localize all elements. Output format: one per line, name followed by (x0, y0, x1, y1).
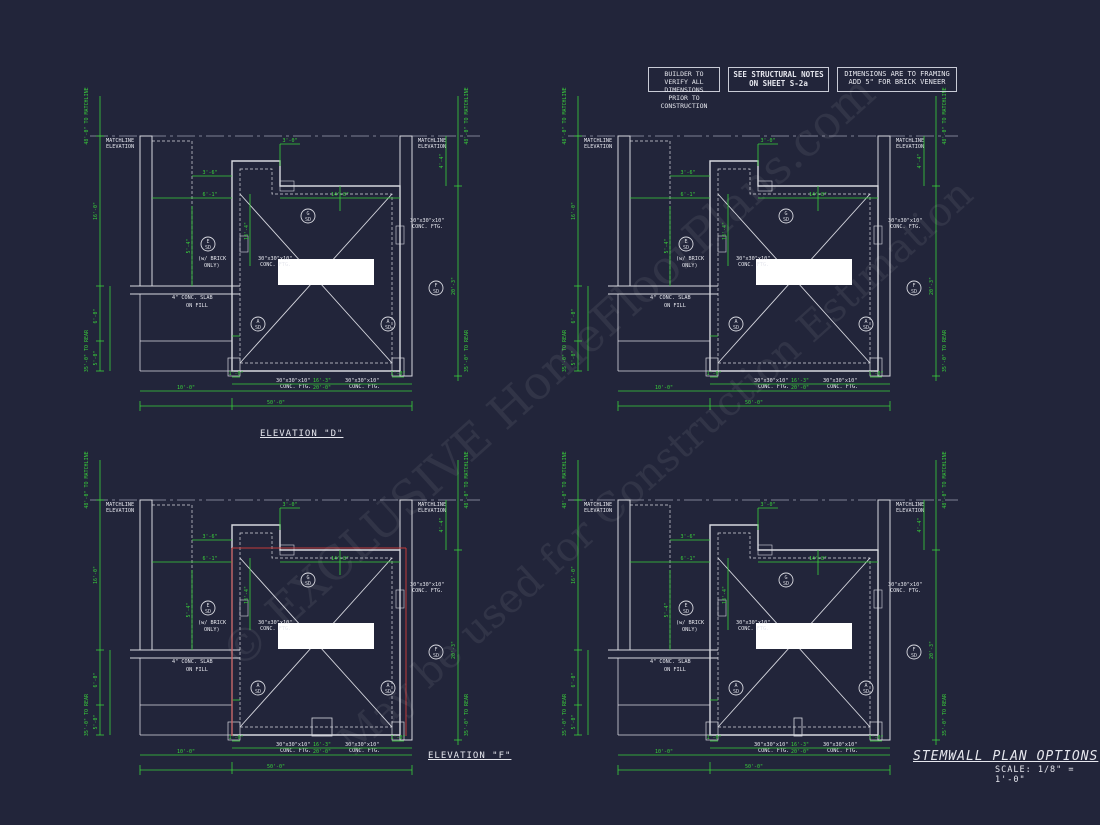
plan-elevation-f-alt (561, 450, 959, 776)
builder-verify-text: BUILDER TO VERIFY ALL DIMENSIONS PRIOR T… (660, 70, 708, 110)
structural-notes-note: SEE STRUCTURAL NOTES ON SHEET S-2a (728, 67, 829, 92)
plan-elevation-d-alt (561, 86, 959, 412)
caption-elevation-f: ELEVATION "F" (428, 751, 512, 761)
framing-dimensions-text: DIMENSIONS ARE TO FRAMING ADD 5" FOR BRI… (844, 70, 950, 86)
sheet-title: STEMWALL PLAN OPTIONS (913, 749, 1099, 764)
stoop (311, 717, 333, 737)
caption-elevation-d: ELEVATION "D" (260, 429, 344, 439)
highlight-outline (231, 547, 407, 736)
plan-elevation-f (83, 450, 481, 776)
structural-notes-text: SEE STRUCTURAL NOTES ON SHEET S-2a (733, 70, 824, 88)
sheet-scale: SCALE: 1/8" = 1'-0" (995, 765, 1075, 785)
plan-elevation-d (83, 86, 481, 412)
stoop-alt (793, 717, 803, 737)
framing-dimensions-note: DIMENSIONS ARE TO FRAMING ADD 5" FOR BRI… (837, 67, 957, 92)
builder-verify-note: BUILDER TO VERIFY ALL DIMENSIONS PRIOR T… (648, 67, 720, 110)
